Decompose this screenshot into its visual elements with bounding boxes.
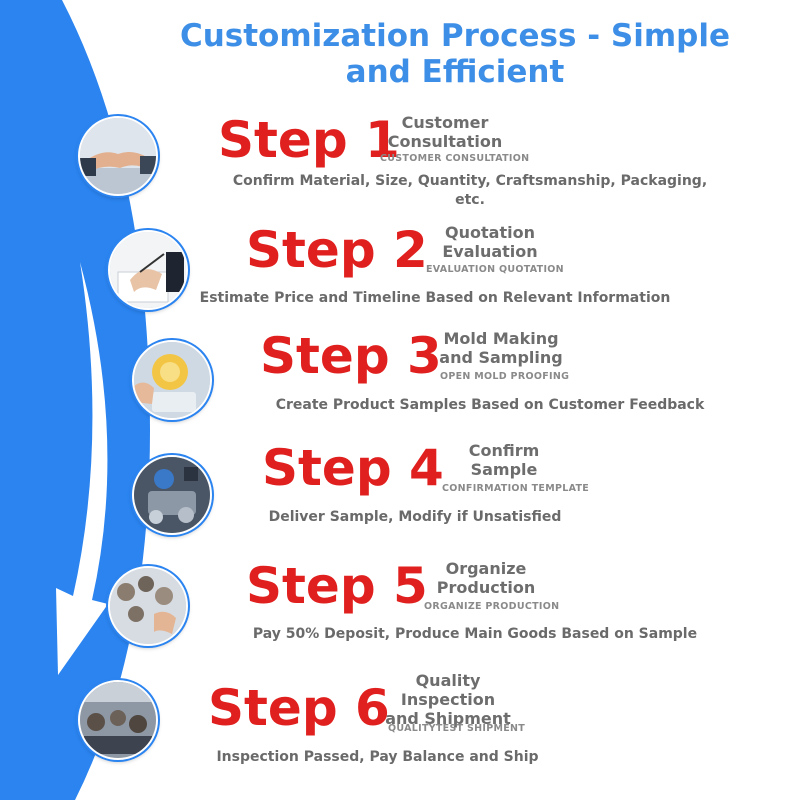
step-number: Step 2 [246, 221, 428, 279]
step-subtitle: OPEN MOLD PROOFING [440, 371, 570, 382]
step-number: Step 1 [218, 111, 400, 169]
step-subtitle: CUSTOMER CONSULTATION [380, 153, 530, 164]
down-arrow-icon [56, 262, 108, 675]
step-description: Deliver Sample, Modify if Unsatisfied [268, 509, 562, 525]
writing-hand-icon [108, 230, 188, 310]
handshake-icon [78, 116, 158, 196]
production-icon [108, 566, 188, 646]
step-description: Pay 50% Deposit, Produce Main Goods Base… [252, 626, 698, 642]
step-title: Quotation Evaluation [442, 223, 538, 261]
step-subtitle: QUALITYTEST SHIPMENT [388, 723, 526, 734]
sample-product-icon [132, 340, 212, 420]
step-number: Step 5 [246, 557, 428, 615]
step-title: Mold Making and Sampling [439, 329, 563, 367]
factory-inspection-icon [78, 680, 158, 760]
step-description: Create Product Samples Based on Customer… [275, 397, 705, 413]
step-title: Quality Inspection and Shipment [385, 671, 511, 728]
step-number: Step 6 [208, 679, 390, 737]
step-subtitle: CONFIRMATION TEMPLATE [442, 483, 590, 494]
sample-parts-icon [132, 455, 212, 535]
page-title: Customization Process - Simple and Effic… [179, 18, 731, 90]
step-description: Confirm Material, Size, Quantity, Crafts… [232, 173, 708, 208]
step-description: Estimate Price and Timeline Based on Rel… [199, 290, 671, 306]
step-number: Step 4 [262, 439, 444, 497]
step-title: Customer Consultation [387, 113, 503, 151]
step-description: Inspection Passed, Pay Balance and Ship [216, 749, 539, 765]
step-title: Organize Production [436, 559, 536, 597]
step-number: Step 3 [260, 327, 442, 385]
step-subtitle: ORGANIZE PRODUCTION [424, 601, 560, 612]
step-title: Confirm Sample [468, 441, 540, 479]
step-subtitle: EVALUATION QUOTATION [426, 264, 564, 275]
